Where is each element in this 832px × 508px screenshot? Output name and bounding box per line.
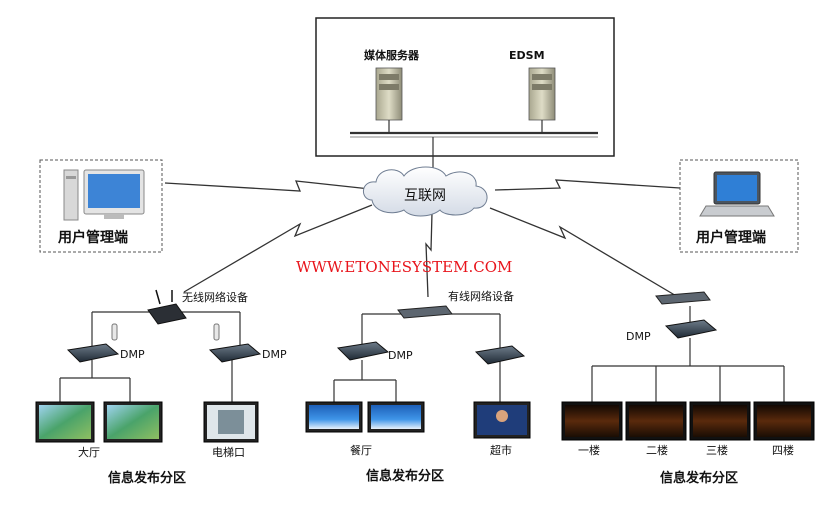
zone3-dmp-label: DMP xyxy=(626,330,651,343)
internet-cloud-icon xyxy=(363,166,488,217)
zone1-network-label: 无线网络设备 xyxy=(182,290,248,304)
zone2-network-label: 有线网络设备 xyxy=(448,289,514,303)
display-screen-icon xyxy=(625,401,687,441)
media-server-icon xyxy=(375,67,403,132)
zone2-dmp-label: DMP xyxy=(388,349,413,362)
website-watermark: WWW.ETONESYSTEM.COM xyxy=(296,258,512,276)
edsm-server-icon xyxy=(528,67,556,132)
display-screen-icon xyxy=(305,401,363,433)
desktop-pc-icon xyxy=(63,169,145,221)
edsm-label: EDSM xyxy=(509,49,545,62)
server-room-box xyxy=(315,17,615,157)
dmp-player-icon xyxy=(664,319,718,339)
display-screen-icon xyxy=(103,401,163,443)
server-backbone xyxy=(350,131,598,172)
zone2-label: 信息发布分区 xyxy=(366,468,444,484)
screen-label-floor3: 三楼 xyxy=(706,443,728,457)
zone3-label: 信息发布分区 xyxy=(660,470,738,486)
internet-label: 互联网 xyxy=(404,188,446,204)
screen-label-floor4: 四楼 xyxy=(772,443,794,457)
network-switch-icon xyxy=(397,305,453,319)
display-screen-icon xyxy=(689,401,751,441)
screen-label-restaurant: 餐厅 xyxy=(350,443,372,457)
screen-label-floor1: 一楼 xyxy=(578,443,600,457)
display-screen-icon xyxy=(203,401,259,443)
screen-label-floor2: 二楼 xyxy=(646,443,668,457)
display-screen-icon xyxy=(473,401,531,439)
wifi-antenna-icon xyxy=(213,323,220,341)
network-switch-icon xyxy=(655,291,711,305)
lightning-links xyxy=(164,179,681,298)
screen-label-lobby: 大厅 xyxy=(78,445,100,459)
display-screen-icon xyxy=(753,401,815,441)
laptop-icon xyxy=(699,171,775,217)
display-screen-icon xyxy=(561,401,623,441)
wifi-antenna-icon xyxy=(111,323,118,341)
dmp-player-icon xyxy=(474,345,526,365)
zone1-dmp-label-2: DMP xyxy=(262,348,287,361)
wireless-router-icon xyxy=(147,289,187,325)
zone3-tree-lines xyxy=(591,306,785,402)
screen-label-elevator: 电梯口 xyxy=(212,446,245,459)
media-server-label: 媒体服务器 xyxy=(363,48,420,62)
admin-left-label: 用户管理端 xyxy=(58,229,128,246)
dmp-player-icon xyxy=(336,341,390,361)
dmp-player-icon xyxy=(208,343,262,363)
display-screen-icon xyxy=(35,401,95,443)
display-screen-icon xyxy=(367,401,425,433)
dmp-player-icon xyxy=(66,343,120,363)
zone1-dmp-label-1: DMP xyxy=(120,348,145,361)
screen-label-supermarket: 超市 xyxy=(490,443,512,457)
admin-right-label: 用户管理端 xyxy=(696,229,766,246)
zone1-label: 信息发布分区 xyxy=(108,470,186,486)
